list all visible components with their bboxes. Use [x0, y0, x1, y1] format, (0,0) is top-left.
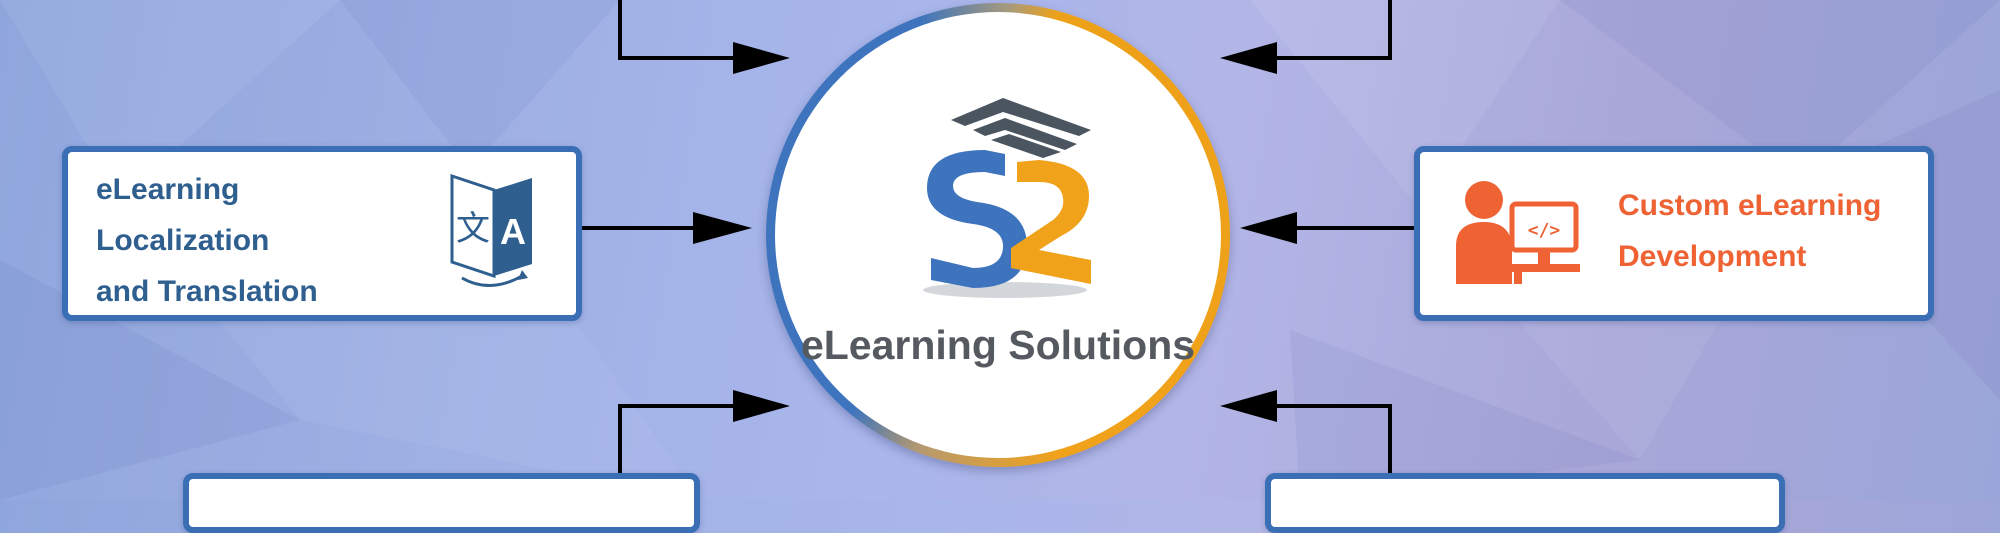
card-custom-elearning-development[interactable]: </> Custom eLearning Development	[1414, 146, 1934, 321]
card-custom-label: Custom eLearning Development	[1618, 189, 1882, 273]
svg-text:文: 文	[456, 209, 490, 249]
card-bottom-left-partial	[183, 473, 700, 533]
translation-icon: 文 A	[438, 170, 548, 295]
arrow-from-localization	[582, 212, 752, 244]
card-elearning-localization[interactable]: eLearning Localization and Translation 文…	[62, 146, 582, 321]
card-localization-label: eLearning Localization and Translation	[96, 173, 318, 308]
center-hub-inner: eLearning Solutions	[775, 12, 1221, 458]
arrow-from-custom-development	[1240, 212, 1414, 244]
center-hub[interactable]: eLearning Solutions	[766, 3, 1230, 467]
center-title: eLearning Solutions	[800, 322, 1196, 368]
svg-text:A: A	[500, 211, 526, 252]
card-bottom-right-partial	[1265, 473, 1785, 533]
connector-arrows	[582, 0, 1414, 500]
arrow-bottom-right	[1220, 390, 1392, 500]
arrow-top-right	[1220, 0, 1392, 74]
developer-at-computer-icon: </>	[1454, 176, 1584, 291]
svg-text:</>: </>	[1528, 220, 1561, 241]
arrow-bottom-left	[618, 390, 790, 500]
arrow-top-left	[618, 0, 790, 74]
s2-cube-logo-icon	[893, 90, 1103, 305]
